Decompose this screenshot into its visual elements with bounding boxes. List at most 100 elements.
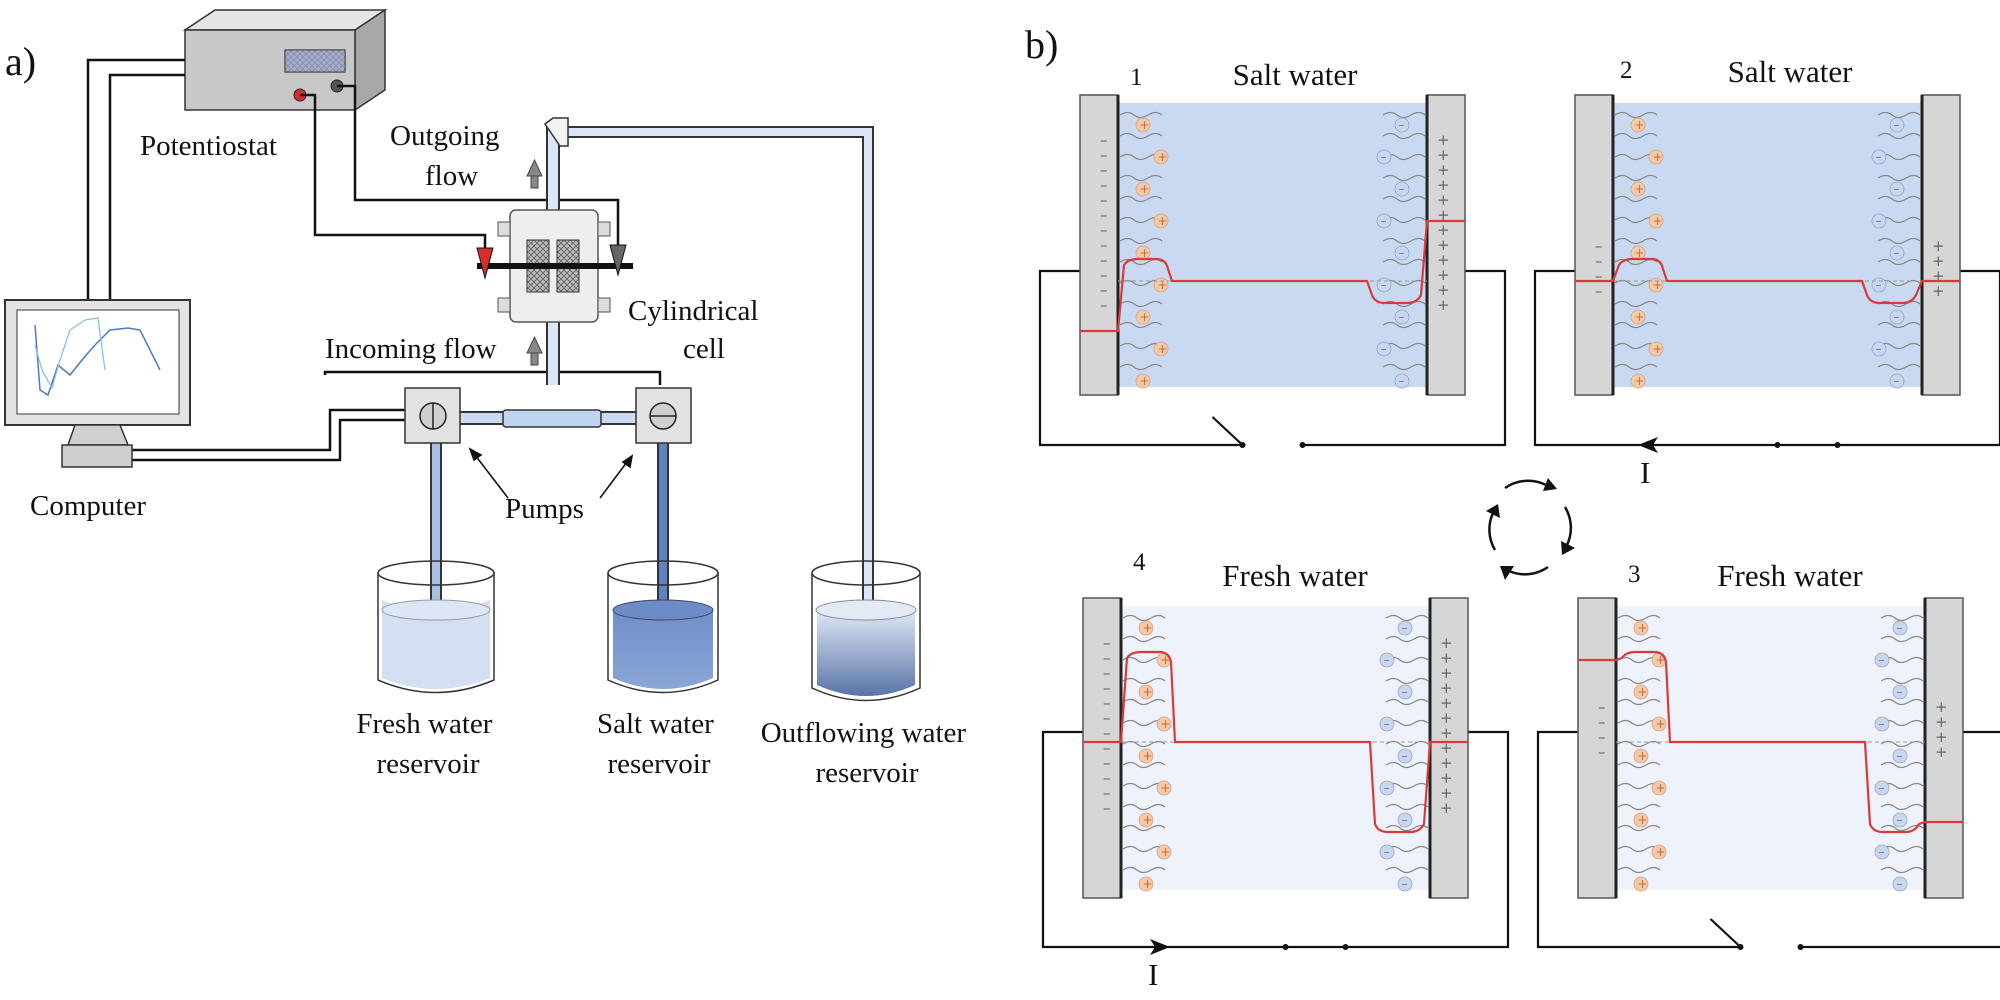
- anion: [1889, 181, 1905, 197]
- polymer-brush-left: [1614, 363, 1658, 371]
- negative-surface-charge: –: [1103, 709, 1111, 727]
- pump-left: [404, 387, 461, 444]
- anion-sign: –: [1402, 877, 1408, 891]
- cation: [1153, 213, 1169, 229]
- pump-pointers: [468, 447, 634, 499]
- step-4: I–+–+–+–+–+–+–+–+–+–+–+–++–+–+–+–+–+–+–+…: [1041, 549, 1510, 992]
- polymer-brush-right: [1880, 614, 1924, 622]
- anion: [1871, 149, 1887, 165]
- anion: [1874, 652, 1890, 668]
- step-number: 1: [1130, 64, 1143, 91]
- polymer-brush-right: [1385, 698, 1429, 706]
- positive-surface-charge: +: [1437, 206, 1450, 224]
- anion-sign: –: [1879, 717, 1885, 731]
- polymer-brush-left: [1122, 866, 1166, 874]
- anion-sign: –: [1894, 246, 1900, 260]
- polymer-brush-right: [1382, 300, 1426, 308]
- cation: [1648, 149, 1664, 165]
- wire-node: [1342, 944, 1349, 950]
- electrolyte: [1121, 606, 1430, 890]
- negative-surface-charge: –: [1100, 221, 1108, 239]
- cation: [1633, 812, 1649, 828]
- step-1: –+–+–+–+–+–+–+–+–+–+–+–++–+–+–+–+–+–+–+–…: [1038, 57, 1507, 448]
- cation: [1633, 620, 1649, 636]
- cation-sign: +: [1653, 150, 1663, 164]
- polymer-brush-right: [1880, 866, 1924, 874]
- negative-surface-charge: –: [1598, 728, 1606, 746]
- polymer-brush-left: [1119, 300, 1163, 308]
- polymer-brush-right: [1877, 342, 1921, 350]
- polymer-brush-right: [1877, 132, 1921, 140]
- polymer-brush-right: [1385, 677, 1429, 685]
- switch-contact: [1797, 944, 1804, 950]
- current-label: I: [1640, 455, 1650, 490]
- cation: [1138, 812, 1154, 828]
- potential-profile: [1575, 257, 1960, 305]
- cation: [1651, 716, 1667, 732]
- anion: [1394, 181, 1410, 197]
- positive-surface-charge: +: [1437, 191, 1450, 209]
- anion: [1376, 149, 1392, 165]
- polymer-brush-left: [1119, 111, 1163, 119]
- right-electrode: [1429, 597, 1469, 899]
- polymer-brush-right: [1385, 803, 1429, 811]
- anion: [1397, 748, 1413, 764]
- anion-sign: –: [1894, 374, 1900, 388]
- anion: [1871, 213, 1887, 229]
- cation: [1138, 876, 1154, 892]
- negative-surface-charge: –: [1100, 131, 1108, 149]
- outflowing-water-reservoir-label: Outflowing water reservoir: [761, 717, 974, 789]
- tubing: [430, 125, 874, 620]
- polymer-brush-right: [1880, 845, 1924, 853]
- wire-node: [1774, 442, 1781, 448]
- left-electrode: [1082, 597, 1122, 899]
- anion-sign: –: [1879, 653, 1885, 667]
- positive-surface-charge: +: [1437, 281, 1450, 299]
- step-number: 2: [1620, 57, 1633, 84]
- polymer-brush-right: [1877, 258, 1921, 266]
- polymer-brush-left: [1122, 824, 1166, 832]
- positive-surface-charge: +: [1437, 161, 1450, 179]
- polymer-brush-right: [1880, 740, 1924, 748]
- polymer-brush-right: [1382, 279, 1426, 287]
- polymer-brush-right: [1880, 677, 1924, 685]
- cation-sign: +: [1161, 845, 1171, 859]
- potential-profile: [1080, 219, 1465, 333]
- polymer-brush-right: [1382, 321, 1426, 329]
- anion-sign: –: [1399, 374, 1405, 388]
- negative-surface-charge: –: [1103, 784, 1111, 802]
- anion: [1889, 245, 1905, 261]
- polymer-brush-right: [1385, 782, 1429, 790]
- anion: [1874, 844, 1890, 860]
- anion-sign: –: [1384, 717, 1390, 731]
- anion-sign: –: [1897, 685, 1903, 699]
- anion: [1397, 684, 1413, 700]
- step-number: 3: [1628, 561, 1641, 588]
- cation-sign: +: [1161, 717, 1171, 731]
- negative-surface-charge: –: [1595, 282, 1603, 300]
- anion-sign: –: [1402, 685, 1408, 699]
- cation-sign: +: [1158, 278, 1168, 292]
- positive-surface-charge: +: [1440, 679, 1453, 697]
- positive-surface-charge: +: [1440, 649, 1453, 667]
- negative-surface-charge: –: [1103, 664, 1111, 682]
- polymer-brush-right: [1877, 174, 1921, 182]
- polymer-brush-left: [1614, 174, 1658, 182]
- cation-sign: +: [1143, 621, 1153, 635]
- cation-sign: +: [1656, 653, 1666, 667]
- cation: [1630, 117, 1646, 133]
- negative-surface-charge: –: [1598, 698, 1606, 716]
- negative-surface-charge: –: [1100, 251, 1108, 269]
- negative-surface-charge: –: [1595, 252, 1603, 270]
- outflowing-water-reservoir: [811, 560, 921, 702]
- step-title: Salt water: [1233, 57, 1358, 92]
- positive-surface-charge: +: [1440, 799, 1453, 817]
- polymer-brush-right: [1877, 111, 1921, 119]
- anion-sign: –: [1876, 342, 1882, 356]
- polymer-brush-right: [1385, 761, 1429, 769]
- cation: [1630, 373, 1646, 389]
- polymer-brush-right: [1385, 845, 1429, 853]
- positive-surface-charge: +: [1935, 728, 1948, 746]
- cation-sign: +: [1635, 374, 1645, 388]
